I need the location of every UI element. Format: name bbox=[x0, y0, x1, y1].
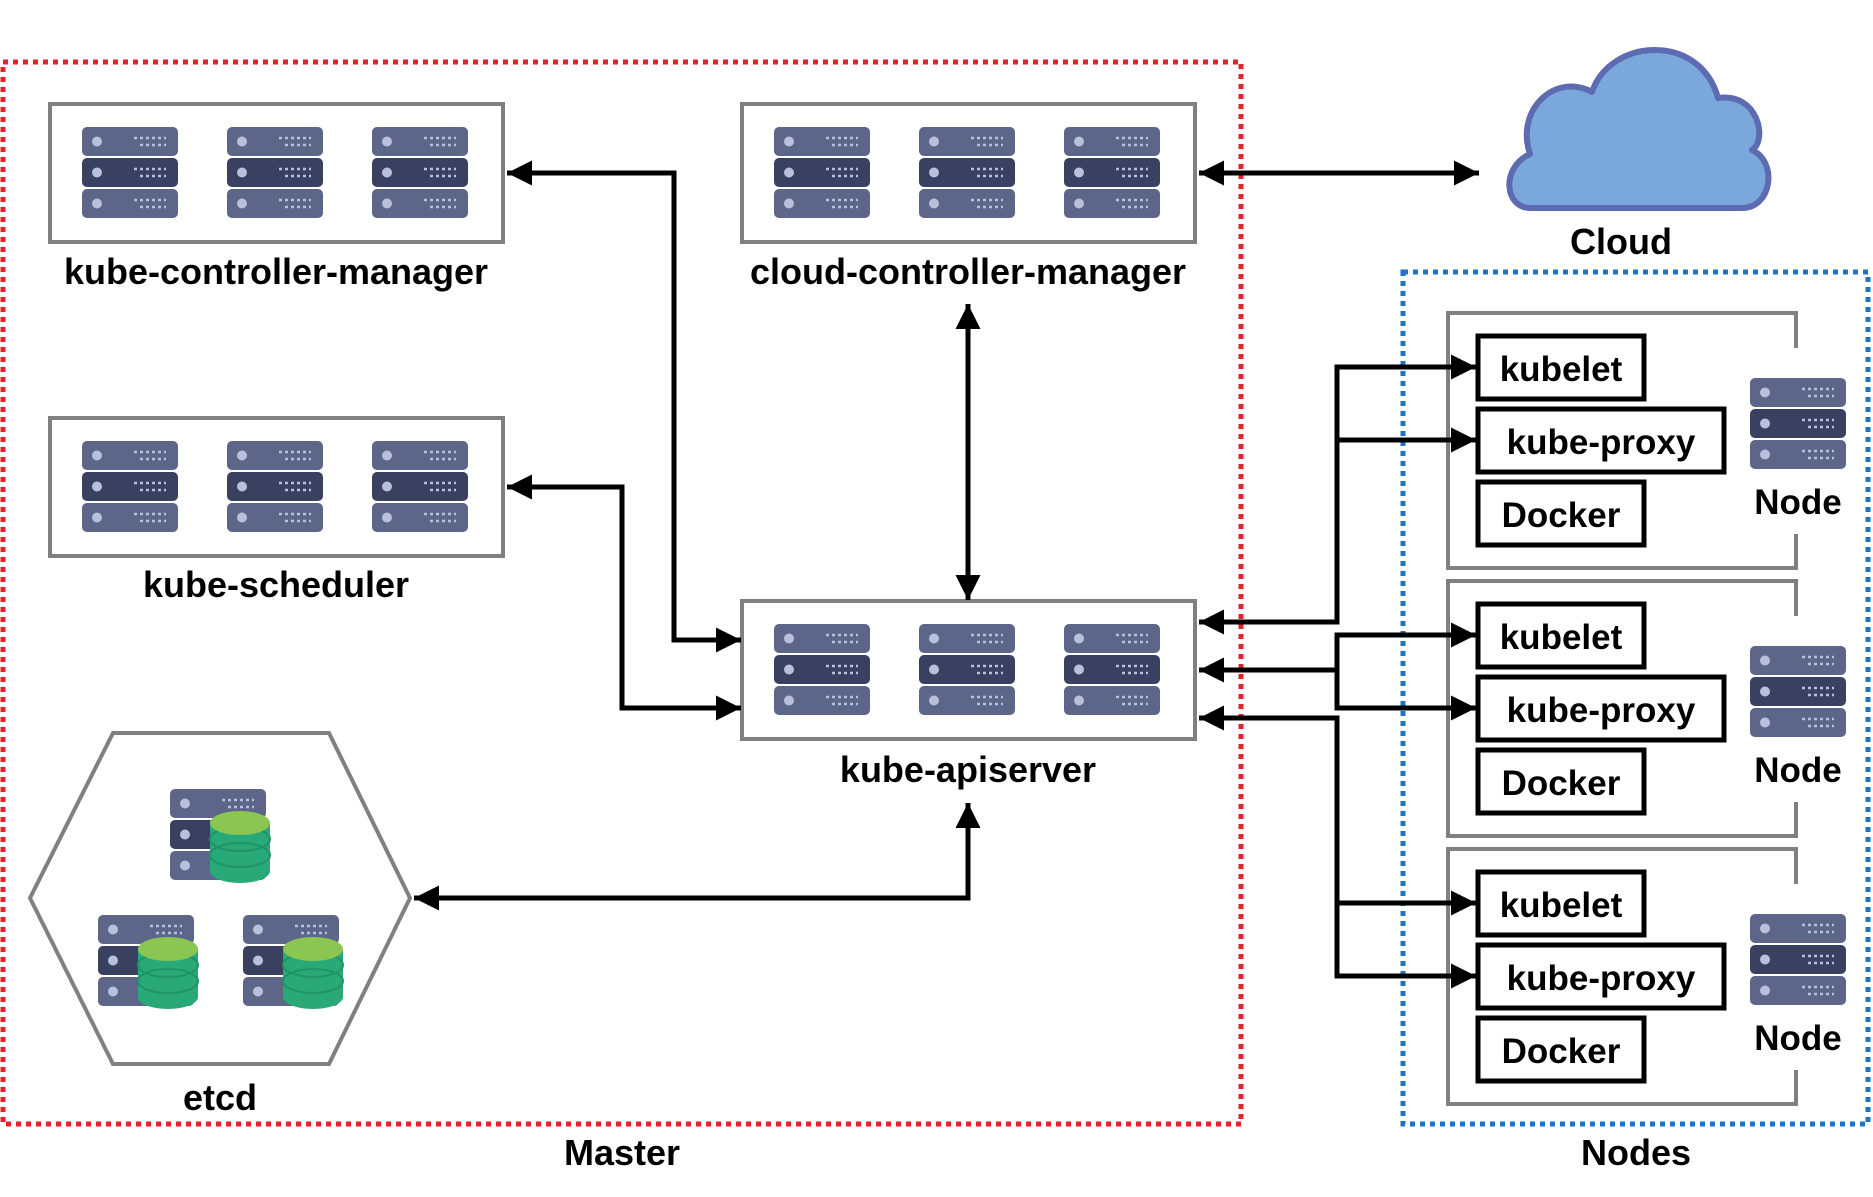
server-rack-icon bbox=[917, 622, 1017, 717]
node-1-services bbox=[1475, 333, 1727, 548]
cloud-controller-manager-label: cloud-controller-manager bbox=[750, 251, 1186, 292]
kube-apiserver-box bbox=[740, 599, 1197, 741]
kube-proxy-label: kube-proxy bbox=[1507, 691, 1696, 730]
server-rack-icon bbox=[917, 125, 1017, 220]
node-label: Node bbox=[1754, 483, 1842, 522]
etcd-label: etcd bbox=[183, 1077, 257, 1118]
server-rack-icon bbox=[370, 125, 470, 220]
connectors bbox=[414, 160, 1479, 989]
kubelet-label: kubelet bbox=[1500, 350, 1623, 389]
server-rack-icon bbox=[80, 125, 180, 220]
database-icon bbox=[98, 915, 198, 1009]
arrow-apiserver-node3-kubelet bbox=[1199, 705, 1476, 916]
arrow-apiserver-node1-kubelet bbox=[1199, 354, 1476, 635]
server-rack-icon bbox=[1748, 376, 1848, 471]
docker-label: Docker bbox=[1502, 764, 1621, 803]
kubelet-label: kubelet bbox=[1500, 886, 1623, 925]
server-rack-icon bbox=[1062, 125, 1162, 220]
docker-box bbox=[1475, 747, 1647, 816]
arrow-apiserver-etcd bbox=[414, 803, 981, 911]
cloud-controller-manager-box bbox=[740, 102, 1197, 244]
server-rack-icon bbox=[772, 125, 872, 220]
server-rack-icon bbox=[80, 439, 180, 534]
node-2-services bbox=[1475, 601, 1727, 816]
node-3-services bbox=[1475, 869, 1727, 1084]
cloud-label: Cloud bbox=[1570, 221, 1672, 262]
server-rack-icon bbox=[772, 622, 872, 717]
kube-scheduler-label: kube-scheduler bbox=[143, 564, 409, 605]
kube-controller-manager-label: kube-controller-manager bbox=[64, 251, 488, 292]
kube-scheduler-box bbox=[48, 416, 505, 558]
docker-label: Docker bbox=[1502, 1032, 1621, 1071]
kubelet-box bbox=[1475, 601, 1647, 670]
database-icon bbox=[170, 789, 270, 883]
database-icon bbox=[243, 915, 343, 1009]
kubelet-label: kubelet bbox=[1500, 618, 1623, 657]
kubelet-box bbox=[1475, 869, 1647, 938]
arrow-scheduler-apiserver bbox=[507, 474, 741, 721]
cloud-icon bbox=[1506, 47, 1772, 211]
arrow-apiserver-node3-proxy bbox=[1334, 903, 1476, 989]
server-rack-icon bbox=[1748, 644, 1848, 739]
kube-proxy-box bbox=[1475, 406, 1727, 475]
kube-proxy-label: kube-proxy bbox=[1507, 423, 1696, 462]
arrow-apiserver-node2-kubelet bbox=[1199, 622, 1476, 683]
kube-proxy-label: kube-proxy bbox=[1507, 959, 1696, 998]
node-label: Node bbox=[1754, 751, 1842, 790]
docker-box bbox=[1475, 1015, 1647, 1084]
master-group-label: Master bbox=[564, 1132, 680, 1173]
docker-box bbox=[1475, 479, 1647, 548]
node-label: Node bbox=[1754, 1019, 1842, 1058]
server-rack-icon bbox=[225, 125, 325, 220]
server-rack-icon bbox=[225, 439, 325, 534]
kube-controller-manager-box bbox=[48, 102, 505, 244]
nodes-group-border bbox=[1400, 269, 1871, 1127]
etcd-hexagon bbox=[27, 731, 413, 1066]
server-rack-icon bbox=[1748, 912, 1848, 1007]
kube-proxy-box bbox=[1475, 674, 1727, 743]
docker-label: Docker bbox=[1502, 496, 1621, 535]
server-rack-icon bbox=[1062, 622, 1162, 717]
nodes-group-label: Nodes bbox=[1581, 1132, 1691, 1173]
kube-apiserver-label: kube-apiserver bbox=[840, 749, 1096, 790]
kubelet-box bbox=[1475, 333, 1647, 402]
kube-proxy-box bbox=[1475, 942, 1727, 1011]
server-rack-icon bbox=[370, 439, 470, 534]
